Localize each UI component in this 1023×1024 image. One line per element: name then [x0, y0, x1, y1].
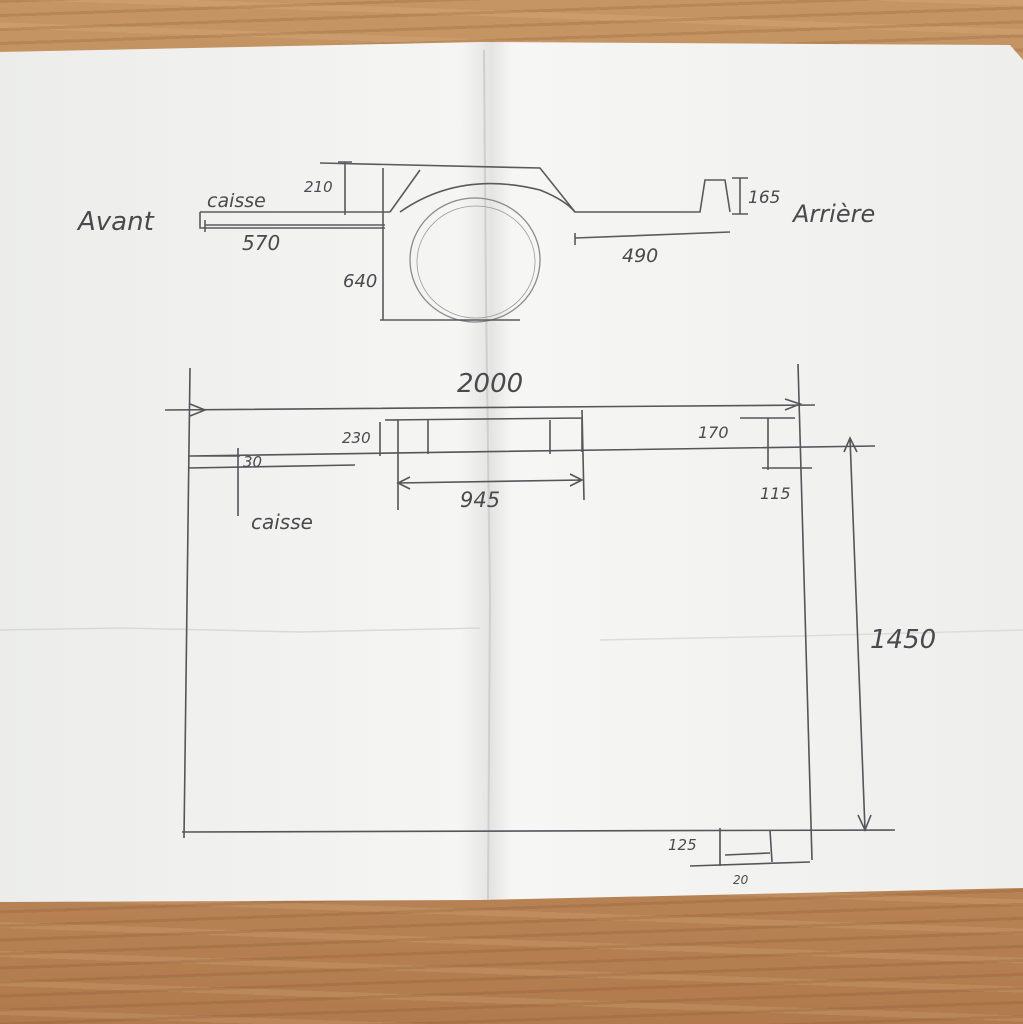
front-body-line: [199, 211, 390, 229]
dim-corner-b: 20: [733, 873, 749, 887]
left-edge: [183, 367, 191, 839]
paper-outline: [0, 42, 1023, 902]
dim-arch-width: 945: [460, 488, 500, 512]
dim-line-490: [574, 231, 731, 245]
body-offset-lines: [187, 445, 876, 469]
dim-rear-height: 165: [748, 188, 780, 208]
body-top-line: [319, 162, 731, 213]
top-view-sketch: [164, 363, 896, 867]
front-slope: [389, 169, 421, 213]
dim-wheel-height: 640: [343, 271, 377, 292]
paper-crease: [0, 627, 481, 633]
bottom-edge: [181, 829, 896, 833]
dim-line-640: [380, 168, 520, 321]
dim-corner-a: 125: [668, 836, 697, 854]
rear-label: Arrière: [791, 200, 875, 228]
dim-rear-length: 490: [622, 245, 658, 267]
wheel-arch: [399, 182, 576, 213]
dim-rear-offset-b: 115: [760, 484, 791, 503]
dim-line-2000: [164, 403, 816, 417]
dim-line-945: [396, 473, 584, 490]
wheel-circle: [409, 197, 541, 323]
corner-detail: [689, 828, 811, 867]
dim-body-offset: 30: [243, 453, 262, 471]
dim-body-height: 210: [304, 178, 333, 196]
dim-line-570: [204, 220, 385, 232]
dim-arrow-2000: [784, 398, 803, 411]
dim-total-width: 1450: [870, 625, 936, 655]
dim-line-210: [338, 161, 352, 215]
top-body-label: caisse: [251, 510, 313, 534]
wheel-arch-box: [384, 409, 585, 510]
dim-line-165: [732, 177, 748, 215]
wheel-circle-inner: [416, 205, 536, 319]
paper-crease: [599, 629, 1023, 641]
dim-line-1450: [843, 436, 872, 833]
dim-arch-depth: 230: [342, 429, 371, 447]
dim-front-length: 570: [242, 231, 280, 255]
dim-total-length: 2000: [457, 369, 523, 399]
dim-line-170-115: [740, 417, 812, 470]
side-body-label: caisse: [207, 190, 266, 212]
front-label: Avant: [76, 207, 155, 237]
dim-rear-offset-a: 170: [698, 423, 729, 442]
side-view-sketch: [199, 161, 748, 323]
center-fold: [483, 49, 492, 901]
